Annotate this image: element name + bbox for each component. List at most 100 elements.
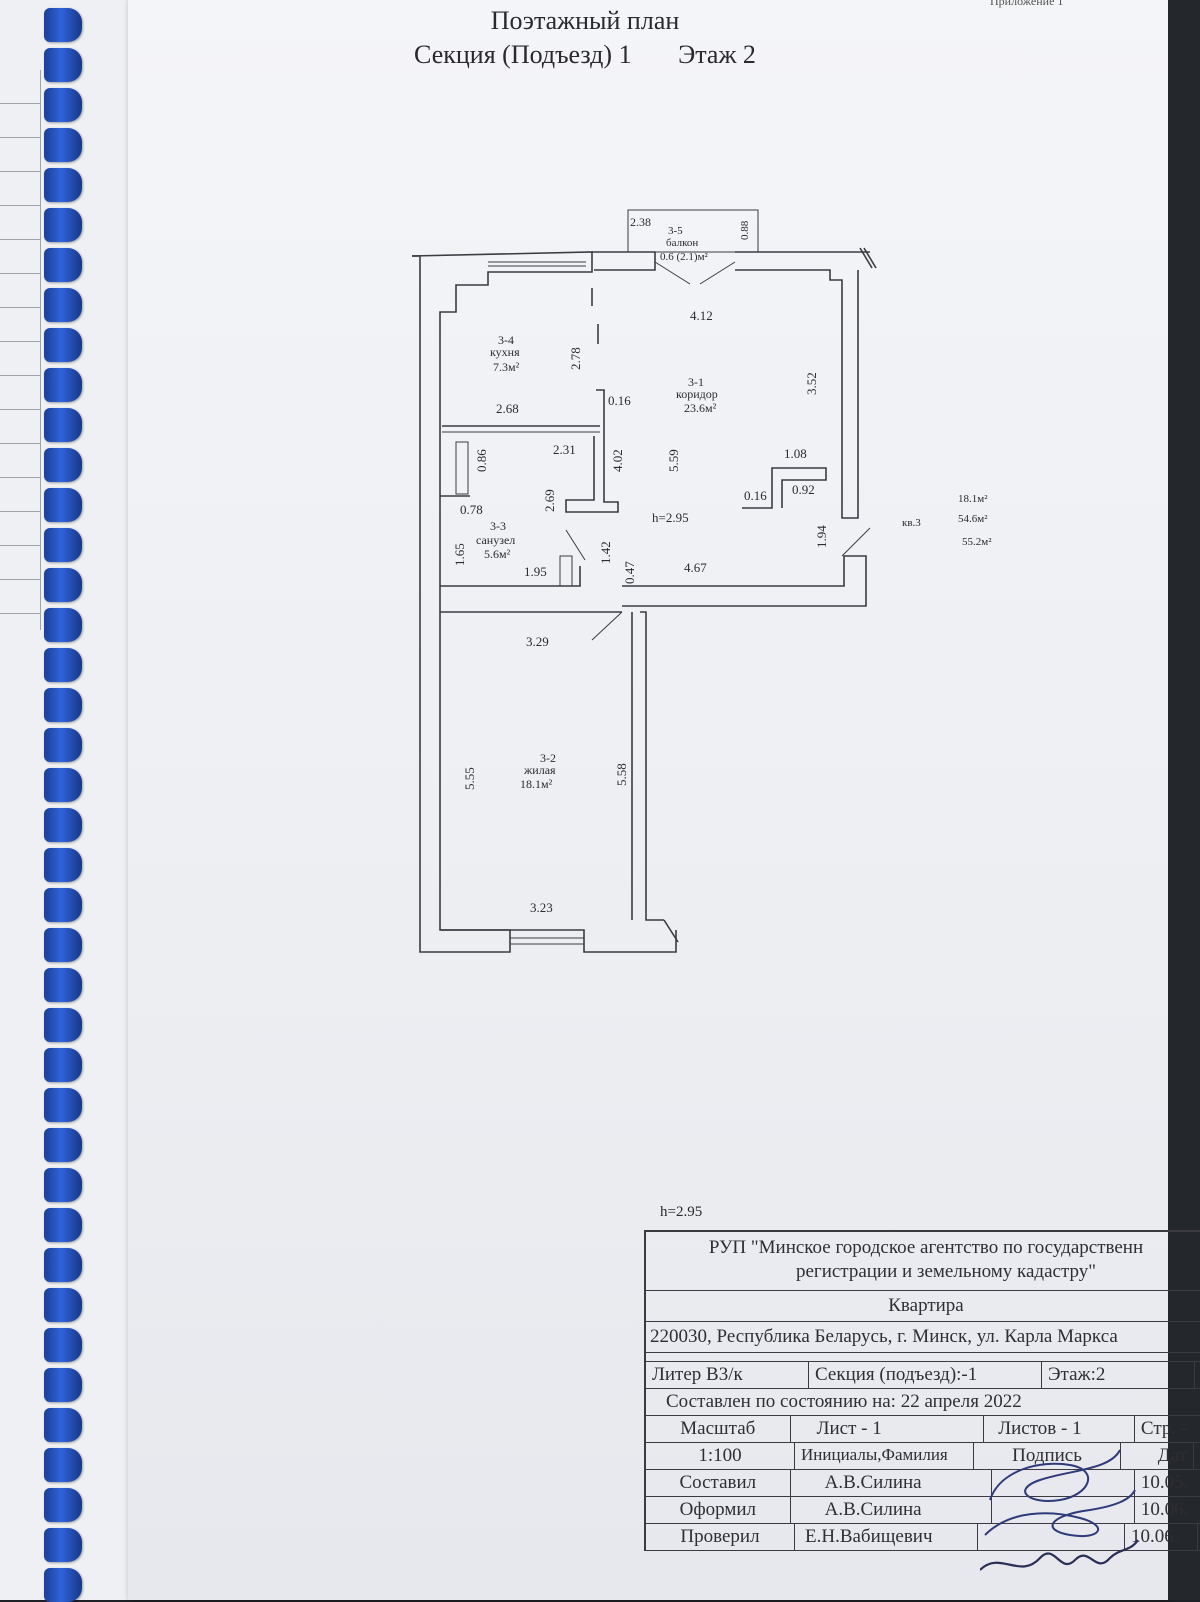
binding-ring bbox=[44, 88, 82, 122]
balcony-name: балкон bbox=[666, 237, 698, 249]
page-title: Поэтажный план bbox=[490, 6, 680, 35]
stamp-row-drafted: Оформил А.В.Силина 10.06. bbox=[646, 1497, 1200, 1524]
living-door-swing bbox=[591, 611, 623, 641]
binding-ring bbox=[44, 1208, 82, 1242]
living-bottom-wall bbox=[440, 929, 677, 953]
stamp-asof-row: Составлен по состоянию на: 22 апреля 202… bbox=[646, 1389, 1200, 1416]
binding-ring bbox=[44, 288, 82, 322]
dim-1-65: 1.65 bbox=[452, 543, 467, 566]
dim-0-92: 0.92 bbox=[792, 482, 815, 497]
binding-ring bbox=[44, 528, 82, 562]
dim-5-59: 5.59 bbox=[666, 449, 681, 472]
role-cell: Проверил bbox=[646, 1524, 795, 1550]
binding-ring bbox=[44, 8, 82, 42]
signature-1 bbox=[989, 1449, 1121, 1502]
date-cell: 10.06. bbox=[1135, 1497, 1200, 1523]
object-type: Квартира bbox=[888, 1295, 964, 1316]
binding-ring bbox=[44, 1128, 82, 1162]
section-cell: Секция (подъезд):-1 bbox=[809, 1362, 1042, 1388]
kitchen-name: кухня bbox=[490, 345, 520, 359]
sign-cell bbox=[978, 1524, 1125, 1550]
stamp-row-checked: Проверил Е.Н.Вабищевич 10.06. bbox=[646, 1524, 1200, 1551]
dim-1-42: 1.42 bbox=[598, 541, 613, 564]
title-block: РУП "Минское городское агентство по госу… bbox=[644, 1230, 1200, 1551]
page-subtitle: Секция (Подъезд) 1 Этаж 2 bbox=[0, 40, 1170, 70]
section-heading: Секция (Подъезд) 1 bbox=[414, 40, 632, 69]
ruled-lines bbox=[0, 70, 41, 630]
binding-ring bbox=[44, 968, 82, 1002]
apartment-area-1: 18.1м² bbox=[958, 493, 988, 505]
height-label: h=2.95 bbox=[652, 510, 689, 525]
entry-door-swing bbox=[841, 527, 871, 557]
binding-ring bbox=[44, 808, 82, 842]
dim-4-67: 4.67 bbox=[684, 560, 707, 575]
binding-ring bbox=[44, 1408, 82, 1442]
outer-wall-left bbox=[411, 251, 593, 953]
balcony-door-right bbox=[699, 261, 736, 285]
address-text: 220030, Республика Беларусь, г. Минск, у… bbox=[650, 1326, 1118, 1347]
stamp-liter-row: Литер В3/к Секция (подъезд):-1 Этаж:2 bbox=[646, 1361, 1200, 1389]
corridor-name: коридор bbox=[676, 387, 718, 401]
wall-balcony-left bbox=[592, 251, 656, 271]
corridor-area: 23.6м² bbox=[684, 401, 717, 415]
date-cell: 10.06. bbox=[1125, 1524, 1198, 1550]
binding-ring bbox=[44, 688, 82, 722]
binding-ring bbox=[44, 568, 82, 602]
binding-ring bbox=[44, 888, 82, 922]
dim-2-78: 2.78 bbox=[568, 347, 583, 370]
binding-ring bbox=[44, 1288, 82, 1322]
binding-ring bbox=[44, 648, 82, 682]
stamp-address: 220030, Республика Беларусь, г. Минск, у… bbox=[646, 1322, 1200, 1353]
sheets-cell: Листов - 1 bbox=[984, 1416, 1135, 1442]
dim-4-12: 4.12 bbox=[690, 308, 713, 323]
binding-ring bbox=[44, 368, 82, 402]
binding-ring bbox=[44, 1088, 82, 1122]
binding-ring bbox=[44, 1168, 82, 1202]
dim-2-31: 2.31 bbox=[553, 442, 576, 457]
binding-ring bbox=[44, 1048, 82, 1082]
col-name-cell: Инициалы,Фамилия bbox=[795, 1443, 974, 1469]
corridor-id: 3-1 bbox=[688, 375, 704, 389]
binding-ring bbox=[44, 1248, 82, 1282]
dim-5-55: 5.55 bbox=[462, 767, 477, 790]
org-line-1: РУП "Минское городское агентство по госу… bbox=[708, 1237, 1144, 1258]
stamp-header-row: 1:100 Инициалы,Фамилия Подпись Дат bbox=[646, 1443, 1200, 1470]
binding-ring bbox=[44, 1488, 82, 1522]
binding-ring bbox=[44, 1368, 82, 1402]
floor-plan-drawing: 2.38 3-5 балкон 0.6 (2.1)м² 0.88 4.12 3.… bbox=[411, 209, 992, 953]
spiral-binding bbox=[40, 0, 90, 1602]
dim-0-78: 0.78 bbox=[460, 502, 483, 517]
kitchen-id: 3-4 bbox=[498, 333, 514, 347]
binding-ring bbox=[44, 768, 82, 802]
stamp-object: Квартира bbox=[646, 1291, 1200, 1322]
bath-bottom-wall bbox=[440, 566, 581, 587]
sheet-cell: Лист - 1 bbox=[791, 1416, 985, 1442]
binding-ring bbox=[44, 1008, 82, 1042]
living-name: жилая bbox=[523, 763, 556, 777]
floor-cell: Этаж:2 bbox=[1042, 1362, 1195, 1388]
apartment-area-3: 55.2м² bbox=[962, 536, 992, 548]
binding-ring bbox=[44, 608, 82, 642]
as-of-cell: Составлен по состоянию на: 22 апреля 202… bbox=[646, 1389, 1200, 1415]
binding-ring bbox=[44, 1568, 82, 1602]
outer-wall-right bbox=[735, 269, 859, 519]
break-mark-2 bbox=[863, 247, 877, 269]
binding-ring bbox=[44, 928, 82, 962]
binding-ring bbox=[44, 1448, 82, 1482]
scale-value-cell: 1:100 bbox=[646, 1443, 795, 1469]
liter-cell: Литер В3/к bbox=[646, 1362, 809, 1388]
bottom-height-label: h=2.95 bbox=[660, 1204, 703, 1220]
signature-2 bbox=[984, 1489, 1136, 1537]
signature-3 bbox=[980, 1539, 1139, 1571]
col-date-cell: Дат bbox=[1121, 1443, 1194, 1469]
dim-2-69: 2.69 bbox=[542, 489, 557, 512]
dim-balcony-h: 0.88 bbox=[739, 220, 751, 240]
dim-3-52: 3.52 bbox=[804, 372, 819, 395]
living-right-wall bbox=[640, 611, 664, 921]
bath-door-swing bbox=[565, 529, 586, 561]
col-sign-cell: Подпись bbox=[974, 1443, 1121, 1469]
dim-4-02: 4.02 bbox=[610, 449, 625, 472]
stamp-sheet-row: Масштаб Лист - 1 Листов - 1 Стр. - bbox=[646, 1416, 1200, 1443]
bath-fixture bbox=[455, 441, 469, 495]
balcony-outline bbox=[627, 209, 759, 253]
